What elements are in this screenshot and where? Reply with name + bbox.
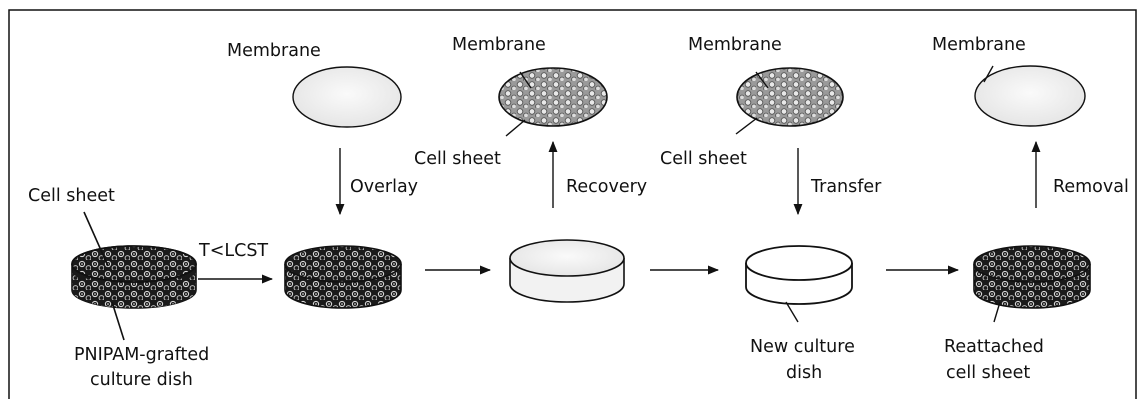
label-cell-sheet-mid2: Cell sheet bbox=[660, 149, 747, 169]
label-membrane-1: Membrane bbox=[227, 41, 321, 61]
label-reattached-line1: Reattached bbox=[944, 337, 1044, 357]
label-reattached-line2: cell sheet bbox=[946, 363, 1030, 383]
dish-new bbox=[746, 246, 852, 304]
membrane-2-with-cells bbox=[499, 68, 607, 126]
label-membrane-2: Membrane bbox=[452, 35, 546, 55]
label-removal: Removal bbox=[1053, 177, 1129, 197]
dish-empty bbox=[510, 240, 624, 302]
label-new-dish-line2: dish bbox=[786, 363, 822, 383]
dish-reattached bbox=[974, 246, 1090, 308]
label-membrane-3: Membrane bbox=[688, 35, 782, 55]
membrane-4 bbox=[975, 66, 1085, 126]
label-dish-line1: PNIPAM-grafted bbox=[74, 345, 209, 365]
label-cell-sheet-mid1: Cell sheet bbox=[414, 149, 501, 169]
dish-overlay bbox=[285, 246, 401, 308]
new-dish-pointer bbox=[786, 302, 798, 322]
label-membrane-4: Membrane bbox=[932, 35, 1026, 55]
label-cell-sheet-left: Cell sheet bbox=[28, 186, 115, 206]
dish-pnipam bbox=[72, 246, 196, 308]
label-new-dish-line1: New culture bbox=[750, 337, 855, 357]
label-dish-line2: culture dish bbox=[90, 370, 193, 390]
membrane-1 bbox=[293, 67, 401, 127]
label-overlay: Overlay bbox=[350, 177, 418, 197]
label-transfer: Transfer bbox=[810, 177, 882, 197]
label-t-lcst: T<LCST bbox=[198, 241, 268, 261]
cell-sheet-mid1-pointer bbox=[506, 120, 525, 136]
membrane-3-with-cells bbox=[737, 68, 843, 126]
cell-sheet-mid2-pointer bbox=[736, 118, 757, 134]
label-recovery: Recovery bbox=[566, 177, 647, 197]
